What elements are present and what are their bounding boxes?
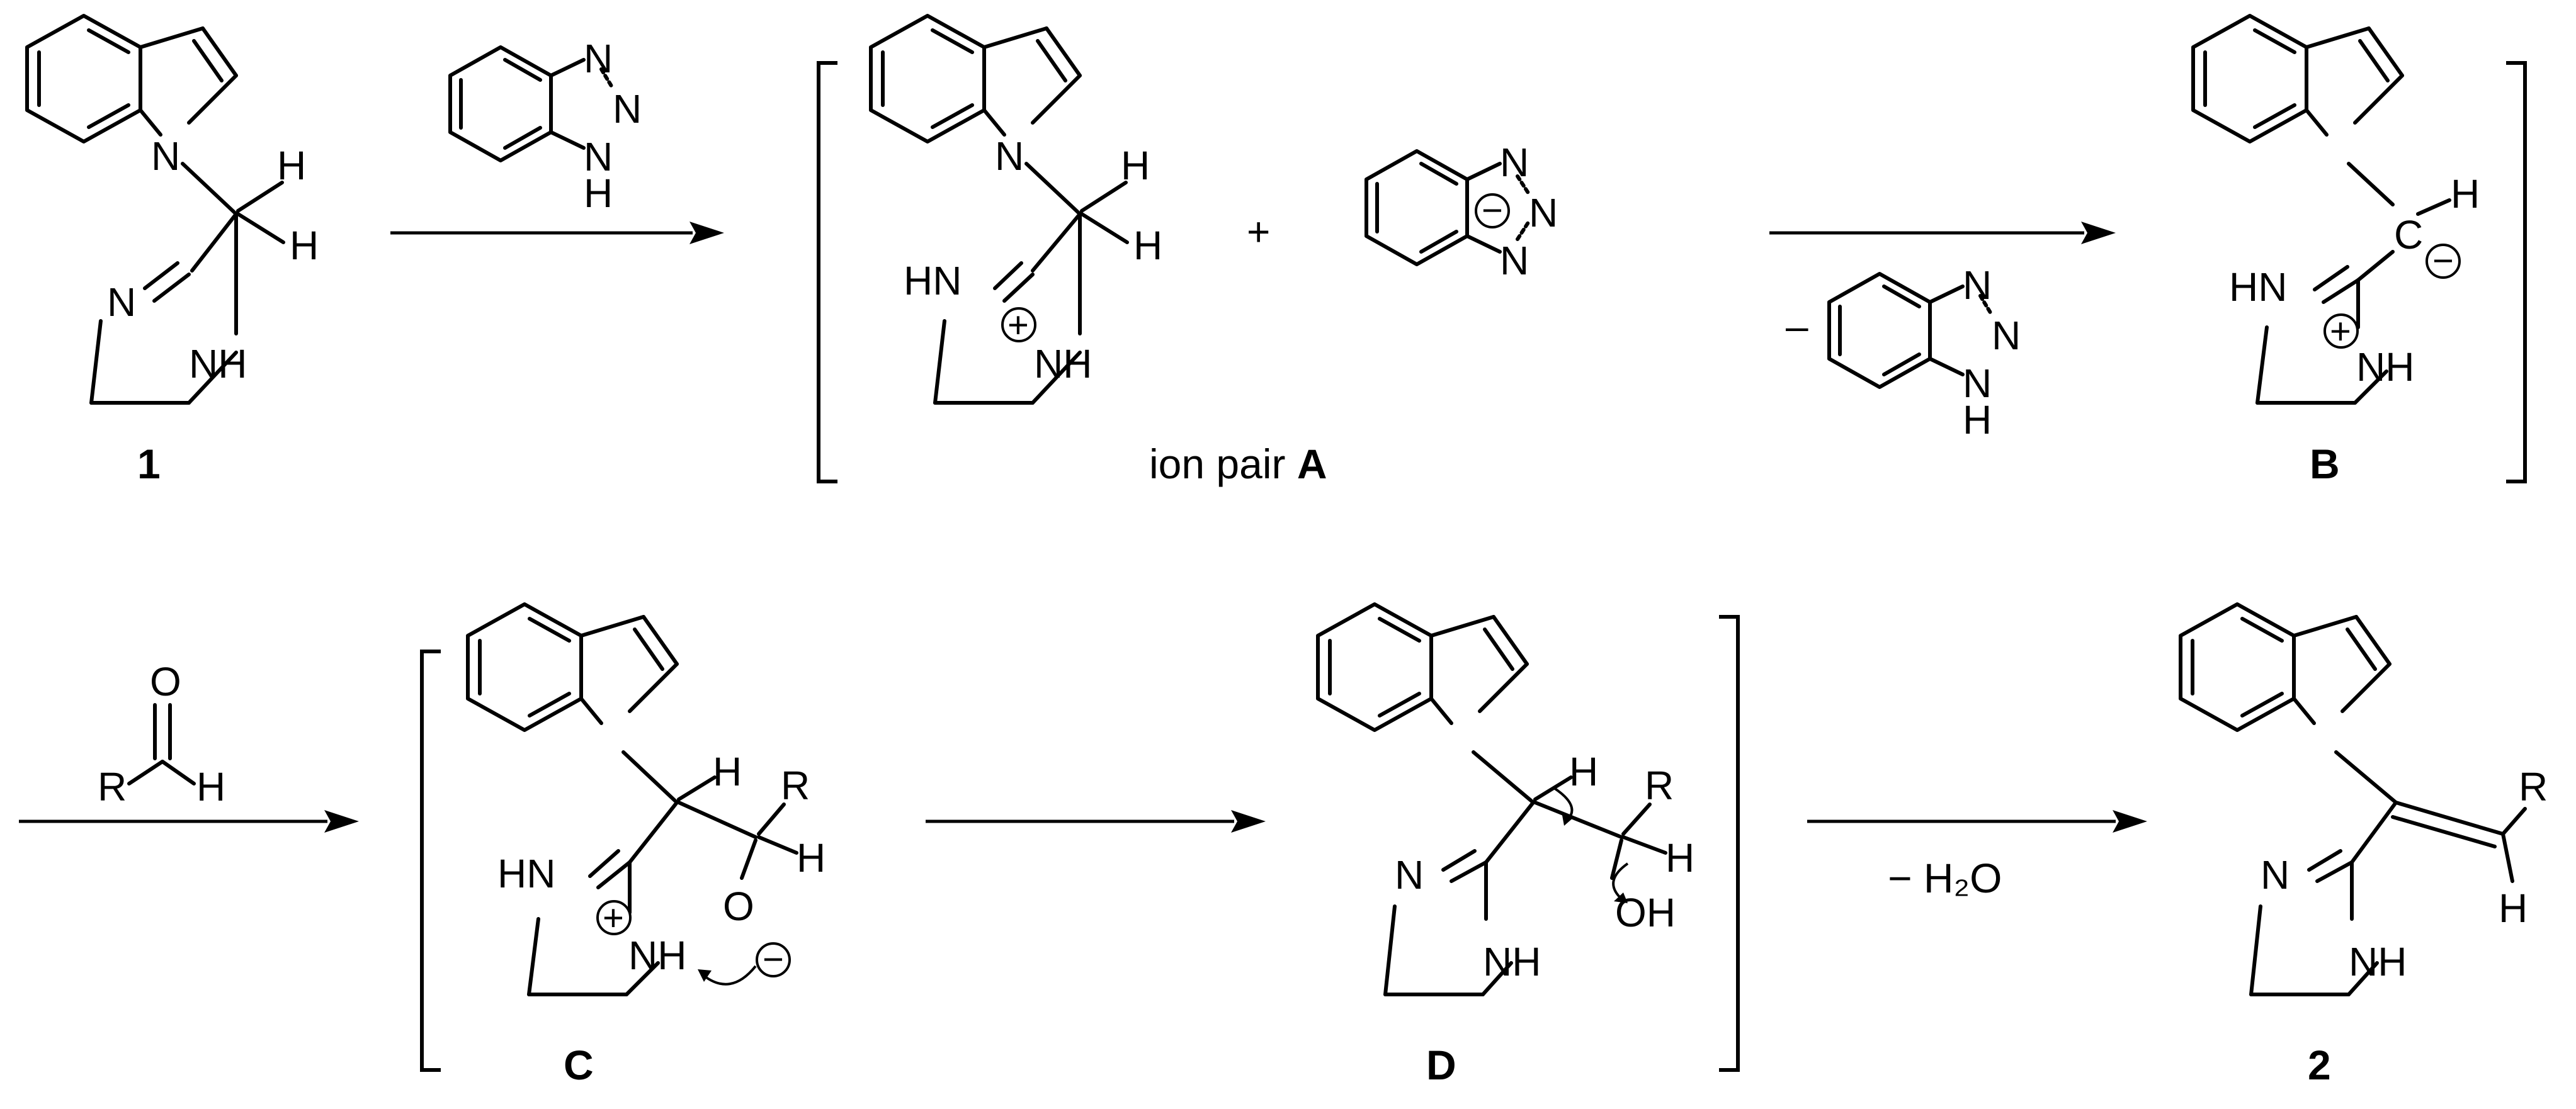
atom-N: N: [107, 279, 136, 325]
atom-NH: NH: [1034, 341, 1092, 386]
atom-N: N: [1529, 190, 1558, 235]
aldehyde-reagent: O R H: [98, 659, 225, 809]
minus-sign: –: [1786, 303, 1808, 349]
atom-H: H: [1133, 223, 1162, 268]
atom-H: H: [277, 143, 306, 188]
reaction-arrow-5: [1807, 810, 2147, 833]
atom-H: H: [584, 171, 613, 216]
atom-O: O: [150, 659, 181, 704]
atom-N: N: [1963, 262, 1992, 308]
benzotriazole-reagent: N N N H: [450, 36, 642, 216]
atom-N: N: [584, 36, 613, 81]
atom-H: H: [1121, 143, 1150, 188]
intermediate-B-structure: C H − HN + NH B: [2193, 16, 2480, 487]
atom-H: H: [2451, 171, 2480, 217]
minus-charge: −: [763, 939, 784, 980]
atom-H: H: [1665, 835, 1694, 881]
atom-N: N: [151, 133, 180, 179]
atom-HN: HN: [904, 258, 962, 303]
atom-N: N: [2261, 852, 2289, 898]
intermediate-B-label: B: [2310, 441, 2340, 487]
atom-R: R: [1645, 763, 1674, 808]
atom-NH: NH: [1483, 939, 1541, 984]
reaction-arrow-3: [19, 810, 359, 833]
atom-N: N: [995, 133, 1024, 179]
atom-H: H: [2499, 886, 2528, 931]
atom-C: C: [2394, 212, 2423, 257]
minus-charge: −: [1482, 190, 1503, 231]
intermediate-D-structure: H R H OH N NH D: [1318, 604, 1694, 1088]
bracket-right-2: [1719, 615, 1740, 1072]
atom-R: R: [98, 764, 127, 809]
atom-N: N: [613, 86, 642, 132]
bracket-right-1: [2506, 61, 2527, 483]
atom-H: H: [713, 749, 742, 794]
atom-H: H: [290, 223, 319, 268]
atom-H: H: [1569, 749, 1598, 794]
plus-charge: +: [1007, 305, 1029, 346]
reaction-plus: +: [1247, 209, 1270, 254]
ion-pair-A-cation: N H H HN + NH: [871, 16, 1162, 405]
ion-pair-A-anion: N N N −: [1366, 140, 1558, 283]
intermediate-C-structure: H R H O HN + NH − C: [468, 604, 826, 1088]
atom-HN: HN: [2229, 264, 2287, 310]
atom-N: N: [584, 134, 613, 179]
atom-N: N: [1992, 313, 2021, 358]
atom-H: H: [196, 764, 225, 809]
intermediate-D-label: D: [1426, 1042, 1456, 1088]
atom-NH: NH: [2356, 344, 2414, 390]
plus-charge: +: [603, 898, 624, 938]
reaction-arrow-1: [390, 222, 724, 244]
atom-NH: NH: [2349, 939, 2407, 984]
minus-charge: −: [2432, 240, 2454, 281]
reaction-arrow-2: [1769, 222, 2116, 244]
atom-N: N: [1395, 852, 1424, 898]
atom-N: N: [1500, 238, 1529, 283]
product-2-structure: R H N NH 2: [2181, 604, 2548, 1088]
atom-H: H: [1963, 397, 1992, 442]
benzotriazole-byproduct: N N N H: [1829, 262, 2021, 442]
atom-N: N: [1963, 361, 1992, 406]
compound-1-structure: N H H N NH 1: [27, 16, 319, 487]
plus-charge: +: [2330, 311, 2351, 352]
ion-pair-label: ion pair A: [1149, 441, 1327, 487]
atom-H: H: [797, 835, 826, 881]
bracket-left-2: [420, 650, 441, 1072]
atom-NH: NH: [189, 341, 247, 386]
atom-R: R: [781, 763, 810, 808]
compound-1-label: 1: [137, 441, 161, 487]
intermediate-C-label: C: [564, 1042, 594, 1088]
atom-NH: NH: [628, 933, 686, 978]
atom-O: O: [723, 884, 754, 929]
reaction-arrow-4: [926, 810, 1266, 833]
product-2-label: 2: [2308, 1042, 2331, 1088]
water-loss-condition: − H₂O: [1888, 855, 2002, 901]
atom-N: N: [1500, 140, 1529, 185]
bracket-left-1: [817, 61, 837, 483]
atom-R: R: [2519, 764, 2548, 809]
atom-HN: HN: [497, 851, 555, 896]
